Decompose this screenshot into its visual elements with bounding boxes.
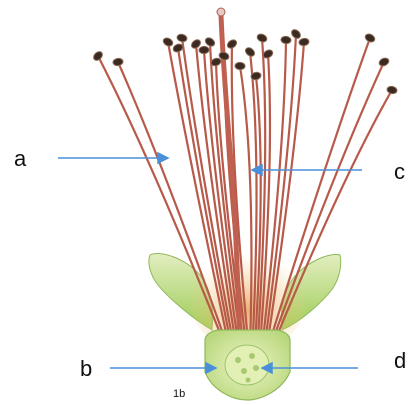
anther (281, 36, 292, 44)
label-b: b (80, 356, 92, 381)
anthers (92, 28, 398, 95)
anther (378, 57, 390, 68)
label-a: a (14, 146, 27, 171)
anther (244, 46, 256, 58)
arrow-b (110, 363, 216, 373)
ovary (205, 330, 290, 400)
figure-id-label: 1b (173, 388, 185, 400)
anther (235, 62, 245, 70)
anther (290, 28, 302, 40)
anther (256, 33, 268, 44)
arrow-a (58, 153, 168, 163)
anther (364, 32, 376, 43)
anther (199, 46, 209, 54)
anther (162, 36, 174, 47)
anther (226, 38, 238, 50)
anther (113, 58, 124, 67)
label-d: d (394, 348, 406, 373)
anther (176, 33, 187, 42)
label-c: c (394, 159, 405, 184)
anther (92, 50, 104, 62)
stigma (217, 8, 225, 16)
anther (386, 85, 397, 94)
anther (298, 38, 309, 47)
